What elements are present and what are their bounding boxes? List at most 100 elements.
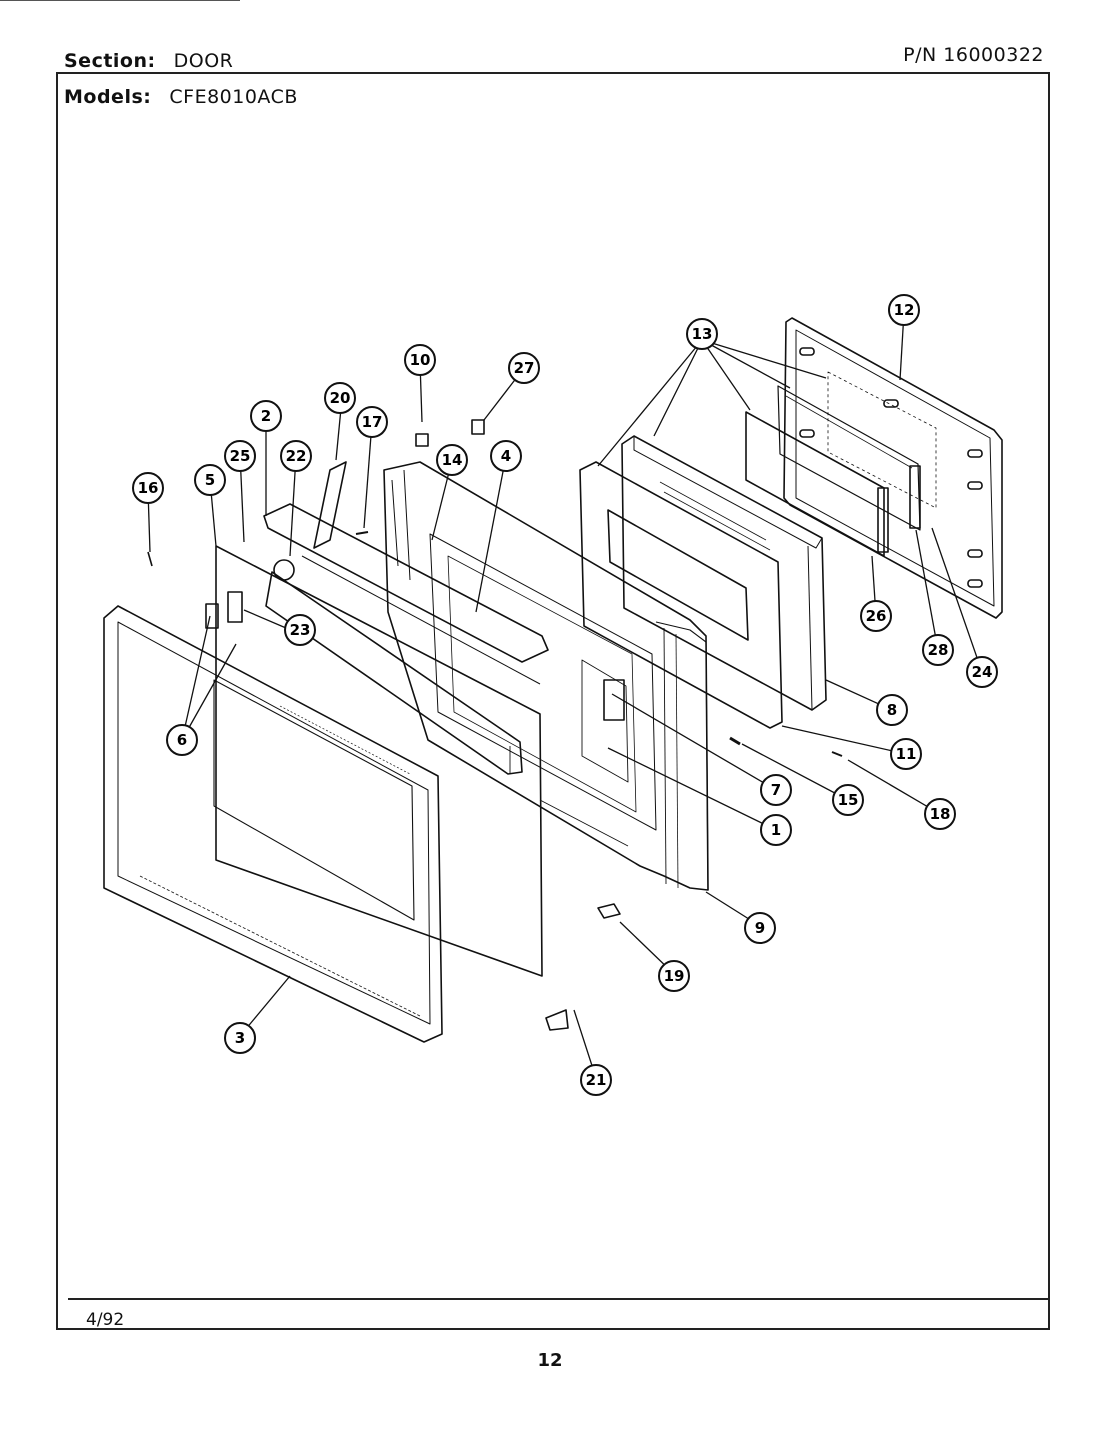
callout-16: 16	[132, 472, 164, 504]
page-number: 12	[537, 1350, 563, 1371]
callout-circle	[744, 912, 776, 944]
callout-circle	[224, 1022, 256, 1054]
callout-11: 11	[890, 738, 922, 770]
callout-label: 1	[771, 821, 781, 839]
callout-label: 10	[410, 351, 431, 369]
callout-circle	[876, 694, 908, 726]
rear-panel	[783, 317, 1003, 619]
callout-27: 27	[508, 352, 540, 384]
models-value: CFE8010ACB	[169, 86, 298, 108]
callout-circle	[658, 960, 690, 992]
callout-label: 24	[972, 663, 993, 681]
callout-circle	[922, 634, 954, 666]
callout-9: 9	[744, 912, 776, 944]
callout-circle	[580, 1064, 612, 1096]
callout-7: 7	[760, 774, 792, 806]
front-door-frame	[103, 605, 443, 1043]
callout-2: 2	[250, 400, 282, 432]
part-number: P/N 16000322	[903, 44, 1044, 66]
callout-5: 5	[194, 464, 226, 496]
callout-circle	[966, 656, 998, 688]
revision-date: 4/92	[86, 1310, 125, 1330]
callout-15: 15	[832, 784, 864, 816]
callout-circle	[194, 464, 226, 496]
callout-label: 20	[330, 389, 351, 407]
section-label: Section:	[64, 50, 156, 72]
callout-3: 3	[224, 1022, 256, 1054]
outer-door-glass	[215, 545, 543, 977]
callout-label: 16	[138, 479, 159, 497]
callout-13: 13	[686, 318, 718, 350]
callout-circle	[280, 440, 312, 472]
callout-26: 26	[860, 600, 892, 632]
callout-circle	[508, 352, 540, 384]
small-parts	[147, 419, 843, 1031]
callout-label: 4	[501, 447, 511, 465]
callout-6: 6	[166, 724, 198, 756]
callout-8: 8	[876, 694, 908, 726]
callout-25: 25	[224, 440, 256, 472]
callout-label: 15	[838, 791, 859, 809]
callout-circle	[324, 382, 356, 414]
callout-label: 19	[664, 967, 685, 985]
section-line: Section: DOOR	[64, 50, 233, 72]
callout-label: 7	[771, 781, 781, 799]
callout-circle	[356, 406, 388, 438]
door-gasket-frame	[579, 461, 783, 729]
callout-12: 12	[888, 294, 920, 326]
callout-22: 22	[280, 440, 312, 472]
diagram-frame	[56, 72, 1050, 1330]
callout-label: 13	[692, 325, 713, 343]
callout-group: 1234567891011121314151617181920212223242…	[132, 294, 998, 1096]
callout-1: 1	[760, 814, 792, 846]
callout-label: 2	[261, 407, 271, 425]
callout-circle	[404, 344, 436, 376]
callout-label: 27	[514, 359, 535, 377]
callout-circle	[924, 798, 956, 830]
callout-circle	[888, 294, 920, 326]
callout-label: 17	[362, 413, 383, 431]
models-line: Models: CFE8010ACB	[64, 86, 298, 108]
callout-label: 26	[866, 607, 887, 625]
callout-label: 22	[286, 447, 307, 465]
callout-label: 18	[930, 805, 951, 823]
callout-17: 17	[356, 406, 388, 438]
callout-circle	[166, 724, 198, 756]
callout-19: 19	[658, 960, 690, 992]
callout-label: 12	[894, 301, 915, 319]
callout-circle	[284, 614, 316, 646]
footer-rule	[68, 1298, 1050, 1300]
callout-label: 5	[205, 471, 215, 489]
callout-label: 25	[230, 447, 251, 465]
callout-circle	[890, 738, 922, 770]
callout-label: 23	[290, 621, 311, 639]
callout-14: 14	[436, 444, 468, 476]
callout-label: 8	[887, 701, 897, 719]
callout-label: 14	[442, 451, 463, 469]
callout-circle	[490, 440, 522, 472]
callout-label: 9	[755, 919, 765, 937]
models-label: Models:	[64, 86, 152, 108]
callout-label: 21	[586, 1071, 607, 1089]
callout-circle	[832, 784, 864, 816]
callout-20: 20	[324, 382, 356, 414]
callout-24: 24	[966, 656, 998, 688]
callout-circle	[686, 318, 718, 350]
callout-10: 10	[404, 344, 436, 376]
inner-glass-panels	[745, 385, 921, 557]
top-rule	[0, 0, 240, 1]
callout-28: 28	[922, 634, 954, 666]
callout-circle	[224, 440, 256, 472]
callout-21: 21	[580, 1064, 612, 1096]
callout-label: 3	[235, 1029, 245, 1047]
callout-circle	[760, 774, 792, 806]
inner-door-panel	[383, 461, 709, 891]
callout-label: 11	[896, 745, 917, 763]
section-value: DOOR	[173, 50, 234, 72]
callout-23: 23	[284, 614, 316, 646]
callout-circle	[860, 600, 892, 632]
callout-circle	[436, 444, 468, 476]
callout-label: 28	[928, 641, 949, 659]
callout-label: 6	[177, 731, 187, 749]
